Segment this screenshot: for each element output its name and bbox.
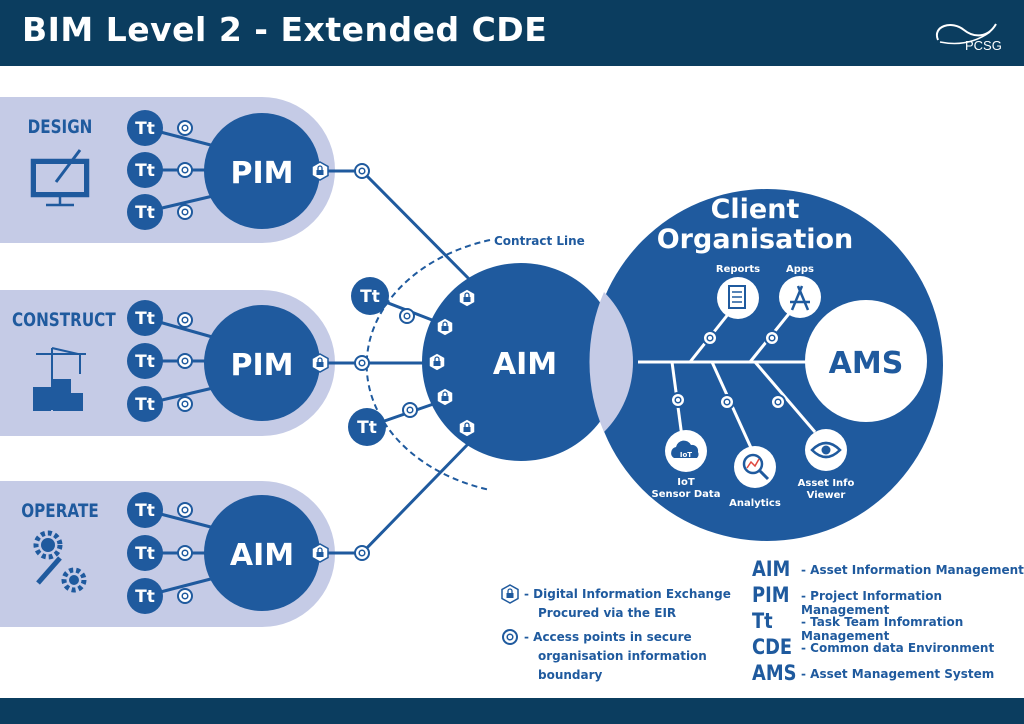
lock-icon (311, 161, 329, 181)
magnifier-chart-icon (742, 453, 770, 481)
access-point-icon (177, 396, 193, 412)
phase-label-construct: CONSTRUCT (12, 309, 116, 331)
client-title-line2: Organisation (657, 224, 854, 255)
abbr-desc-pim: - Project Information Management (801, 589, 943, 617)
lock-icon (311, 353, 329, 373)
page-title: BIM Level 2 - Extended CDE (22, 10, 548, 49)
access-point-icon (177, 353, 193, 369)
task-team-labels: Tt Tt Tt Tt Tt Tt Tt Tt Tt Tt Tt (135, 119, 380, 607)
access-point-icon (177, 312, 193, 328)
overlap-lens (589, 292, 633, 432)
access-point-icon (354, 355, 370, 371)
iot-label-line2: Sensor Data (652, 489, 721, 500)
header-bar: BIM Level 2 - Extended CDE PCSG (0, 0, 1024, 66)
svg-text:Tt: Tt (135, 501, 155, 521)
access-point-icon (177, 588, 193, 604)
apps-node (779, 276, 821, 318)
lock-icon (436, 387, 454, 407)
footer-bar (0, 698, 1024, 724)
iot-label-line1: IoT (677, 477, 695, 488)
svg-text:Tt: Tt (135, 587, 155, 607)
svg-text:Tt: Tt (135, 395, 155, 415)
access-point-icon (399, 308, 415, 324)
abbr-pim: PIM (752, 583, 790, 607)
access-point-icon (670, 392, 686, 408)
eye-icon (810, 441, 842, 459)
lock-icon (458, 418, 476, 438)
abbr-cde: CDE (752, 635, 793, 659)
svg-text:Tt: Tt (135, 309, 155, 329)
pcsg-logo-icon (935, 23, 997, 45)
analytics-label: Analytics (729, 498, 781, 509)
viewer-label-line2: Viewer (807, 490, 846, 501)
legend-exchange: - Digital Information Exchange Procured … (524, 587, 731, 620)
hub-label-operate: AIM (230, 538, 294, 573)
monitor-brush-icon (30, 149, 90, 207)
lock-icon (436, 317, 454, 337)
lock-icon (501, 584, 519, 604)
svg-text:Tt: Tt (135, 161, 155, 181)
access-point-icon (177, 545, 193, 561)
cloud-iot-icon: IoT (671, 440, 699, 459)
viewer-label-line1: Asset Info (798, 478, 855, 489)
center-aim-label: AIM (493, 347, 557, 382)
access-point-icon (770, 394, 786, 410)
abbr-ams: AMS (752, 661, 797, 685)
hub-label-construct: PIM (230, 348, 293, 383)
svg-text:Tt: Tt (135, 119, 155, 139)
abbr-desc-aim: - Asset Information Management (801, 563, 1024, 577)
access-point-icon (177, 120, 193, 136)
lock-icon (428, 352, 446, 372)
svg-text:Tt: Tt (135, 203, 155, 223)
hub-construct-pim (204, 305, 320, 421)
phase-label-operate: OPERATE (21, 500, 99, 522)
access-point-icon (402, 402, 418, 418)
access-point-icon (177, 162, 193, 178)
gears-wrench-icon (33, 530, 87, 593)
svg-text:Tt: Tt (135, 352, 155, 372)
apps-label: Apps (786, 264, 814, 275)
lock-icon (458, 288, 476, 308)
center-aim-circle (422, 263, 620, 461)
access-point-icon (502, 629, 518, 645)
svg-text:Tt: Tt (135, 544, 155, 564)
svg-text:Tt: Tt (357, 418, 377, 438)
access-point-icon (702, 330, 718, 346)
legend-access: - Access points in secure organisation i… (524, 630, 707, 682)
crane-icon (33, 347, 86, 411)
client-title-line1: Client (711, 194, 800, 225)
abbr-tt: Tt (752, 609, 773, 633)
access-point-icon (177, 502, 193, 518)
lock-icon (311, 543, 329, 563)
task-team-circles (127, 110, 389, 614)
contract-line (365, 239, 491, 491)
svg-text:IoT: IoT (680, 451, 692, 459)
reports-label: Reports (716, 264, 760, 275)
phase-label-design: DESIGN (27, 116, 93, 138)
hub-design-pim (204, 113, 320, 229)
ams-circle (805, 300, 927, 422)
abbr-desc-tt: - Task Team Infomration Management (801, 615, 964, 643)
abbr-desc-cde: - Common data Environment (801, 641, 995, 655)
abbr-aim: AIM (752, 557, 791, 581)
access-point-icon (354, 545, 370, 561)
access-point-icon (719, 394, 735, 410)
hub-label-design: PIM (230, 156, 293, 191)
logo-text: PCSG (965, 38, 1002, 53)
svg-text:Tt: Tt (360, 287, 380, 307)
contract-line-label: Contract Line (494, 234, 585, 248)
abbr-desc-ams: - Asset Management System (801, 667, 995, 681)
access-point-icon (354, 163, 370, 179)
access-point-icon (764, 330, 780, 346)
hub-operate-aim (204, 495, 320, 611)
document-icon (728, 285, 746, 309)
app-store-icon (790, 285, 810, 311)
access-point-icon (177, 204, 193, 220)
ams-label: AMS (829, 346, 904, 381)
